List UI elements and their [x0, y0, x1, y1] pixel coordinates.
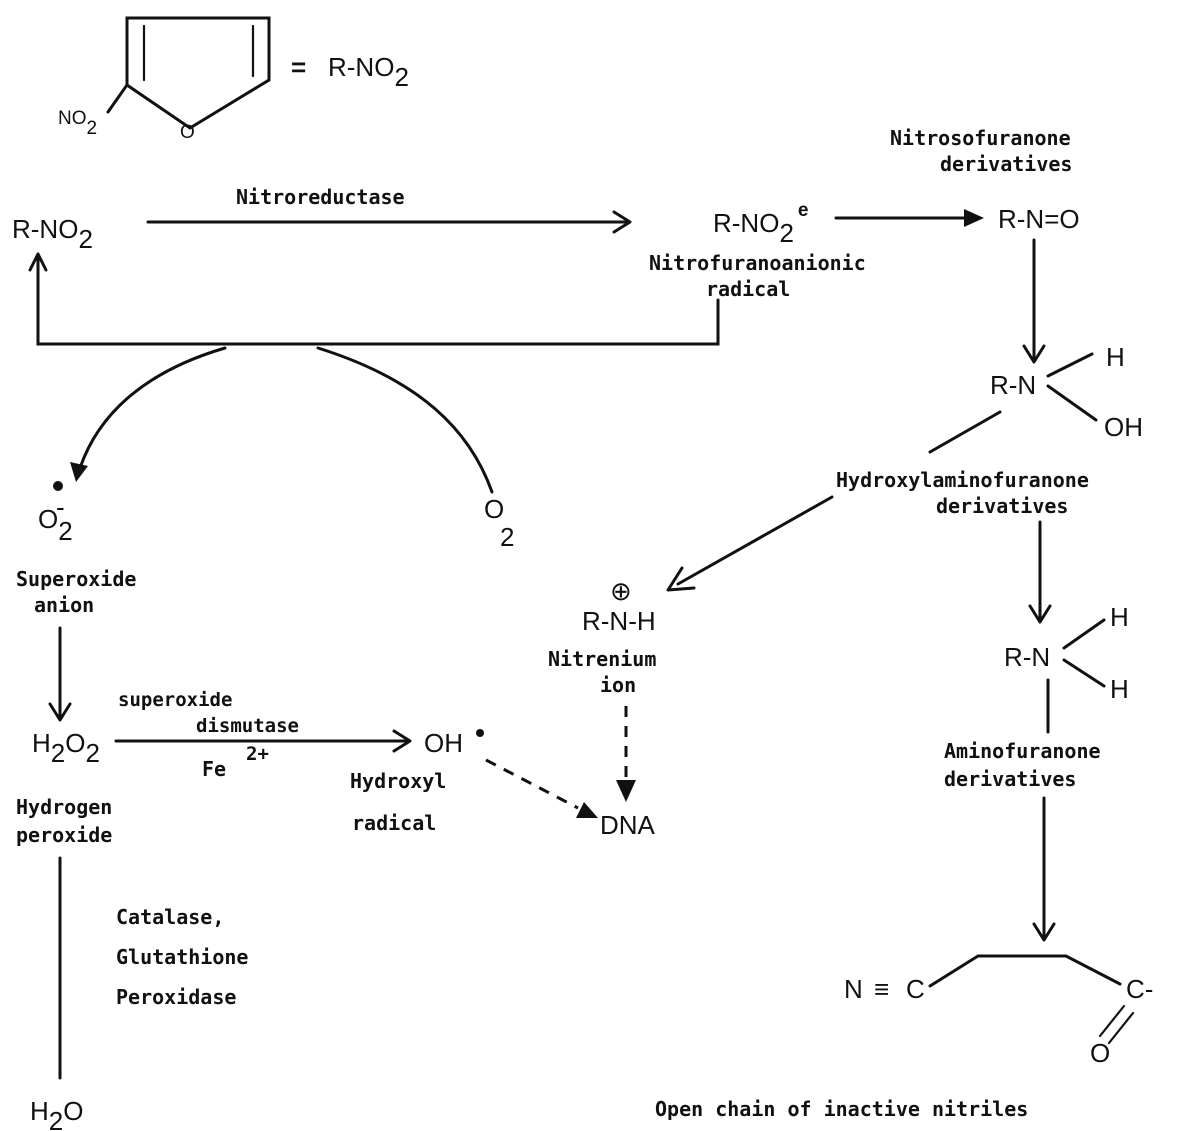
enzyme-fe-charge: 2+ [246, 743, 269, 765]
species-water: H2O [30, 1096, 83, 1131]
label-h2o2-2: peroxide [16, 823, 112, 847]
hydroxylamine-oh: OH [1104, 412, 1143, 442]
label-amine-2: derivatives [944, 767, 1076, 791]
nitroso-down-arrowhead [1022, 344, 1046, 364]
furan-formula: R-NO2 [328, 52, 409, 92]
species-nitroso: R-N=O [998, 204, 1080, 234]
hydroxylamine-nh-bond [1046, 352, 1094, 378]
enzyme-fe: Fe [202, 757, 226, 781]
nitrofuran-structure: NO2 O = R-NO2 [58, 16, 409, 143]
nitrile-carbonyl-o: O [1090, 1038, 1110, 1068]
hydroxyl-to-dna-arrowhead [576, 802, 598, 818]
species-nitrenium: R-N-H [582, 606, 656, 636]
label-amine-1: Aminofuranone [944, 739, 1101, 763]
label-radical-2: radical [706, 277, 790, 301]
redox-cycle-arrowhead [28, 252, 48, 272]
nitrile-n: N [844, 974, 863, 1004]
hydroxyl-radical-dot [476, 729, 484, 737]
label-superoxide-1: Superoxide [16, 567, 136, 591]
superoxide-curve-arrowhead [70, 462, 88, 482]
label-nitrenium-1: Nitrenium [548, 647, 656, 671]
enzyme-sod-2: dismutase [196, 715, 299, 737]
enzyme-catalase: Catalase, [116, 905, 224, 929]
amine-h-bottom: H [1110, 674, 1129, 704]
superoxide-down-arrowhead [48, 702, 72, 722]
species-rno2: R-NO2 [12, 214, 93, 254]
label-superoxide-2: anion [34, 593, 94, 617]
hydroxylamine-to-nitrenium-arrowhead [666, 566, 696, 592]
label-hydroxylamine-1: Hydroxylaminofuranone [836, 468, 1089, 492]
species-hydroxylamine: R-N [990, 370, 1036, 400]
label-nitroso-1: Nitrosofuranone [890, 126, 1071, 150]
label-nitrenium-2: ion [600, 673, 636, 697]
label-hydroxylamine-2: derivatives [936, 494, 1068, 518]
oxygen-subscript: 2 [500, 522, 514, 552]
label-hydroxyl-2: radical [352, 811, 436, 835]
label-hydroxyl-1: Hydroxyl [350, 769, 446, 793]
oxygen-curve [316, 346, 494, 494]
amine-to-nitrile-arrowhead [1032, 922, 1056, 942]
hydroxylamine-label-line [928, 410, 1002, 454]
species-oxygen: O [484, 494, 504, 524]
amine-h-top: H [1110, 602, 1129, 632]
amine-nh-bond-bottom [1062, 658, 1106, 688]
superoxide-curve-arrow [78, 346, 227, 470]
redox-cycle-loop [36, 254, 720, 346]
enzyme-nitroreductase: Nitroreductase [236, 185, 405, 209]
nitrile-c: C [906, 974, 925, 1004]
nitrile-carbon-chain [928, 954, 1122, 988]
label-radical-1: Nitrofuranoanionic [649, 251, 866, 275]
enzyme-peroxidase: Peroxidase [116, 985, 236, 1009]
nitroreductase-arrowhead [612, 210, 632, 234]
hydroxylamine-h: H [1106, 342, 1125, 372]
enzyme-glutathione: Glutathione [116, 945, 248, 969]
nitro-substituent: NO2 [58, 108, 97, 139]
hydroxylamine-oh-bond [1046, 384, 1098, 422]
furan-ring [125, 16, 271, 130]
enzyme-sod-1: superoxide [118, 689, 232, 711]
superoxide-radical-dot [53, 481, 63, 491]
superoxide-charge: - [56, 492, 65, 522]
nitrenium-charge: ⊕ [610, 576, 632, 606]
nitrile-carbonyl-c: C- [1126, 974, 1153, 1004]
amine-nh-bond-top [1062, 618, 1106, 650]
radical-to-nitroso-arrowhead [964, 209, 984, 227]
sod-arrowhead [392, 729, 412, 753]
species-amine: R-N [1004, 642, 1050, 672]
hydroxyl-to-dna-dashed-arrow [485, 758, 579, 810]
label-nitrile: Open chain of inactive nitriles [655, 1097, 1028, 1121]
label-h2o2-1: Hydrogen [16, 795, 112, 819]
carbonyl-bond-1 [1098, 1004, 1126, 1038]
nitro-bond [106, 83, 129, 114]
equals-sign: = [291, 52, 306, 82]
furan-ring-oxygen: O [180, 122, 195, 143]
species-radical: R-NO2e [713, 200, 808, 248]
nitrile-triple-bond: ≡ [874, 974, 889, 1004]
species-dna: DNA [600, 810, 656, 840]
label-nitroso-2: derivatives [940, 152, 1072, 176]
hydroxylamine-to-amine-arrowhead [1028, 604, 1052, 624]
carbonyl-bond-2 [1107, 1011, 1135, 1045]
species-superoxide: O2 [38, 504, 73, 546]
hydroxylamine-to-nitrenium-arrow [676, 495, 834, 586]
species-hydroxyl: OH [424, 728, 463, 758]
nitrenium-to-dna-arrowhead [616, 780, 636, 802]
species-h2o2: H2O2 [32, 728, 100, 768]
